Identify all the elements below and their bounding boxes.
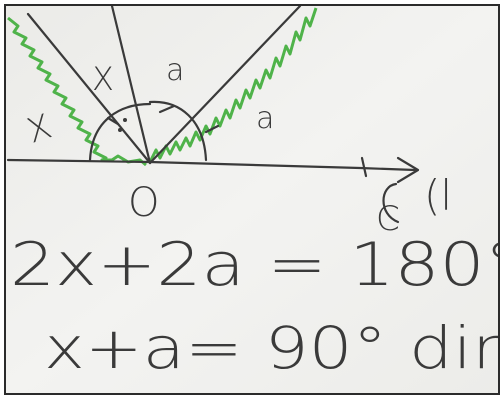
photo-border xyxy=(4,4,500,395)
angle-dot-2 xyxy=(118,128,122,132)
angle-arc-right xyxy=(148,100,208,162)
label-c: C xyxy=(376,199,400,239)
label-a-upper: a xyxy=(166,53,184,88)
equation-line-2: x+a= 90° dir. xyxy=(44,314,504,382)
c-bracket xyxy=(382,182,400,224)
right-margin xyxy=(499,0,504,403)
label-right-partial: (l xyxy=(424,171,452,220)
bottom-margin xyxy=(0,394,504,403)
angle-arc-left xyxy=(88,102,152,162)
label-vertex-o: O xyxy=(128,180,159,226)
green-zigzag-left xyxy=(7,16,147,167)
angle-tick-x xyxy=(106,116,120,126)
angle-tick-a-upper xyxy=(158,104,176,114)
surface-line xyxy=(6,158,417,172)
left-incident-ray xyxy=(26,12,152,165)
angle-dot-1 xyxy=(123,118,127,122)
label-a-right: a xyxy=(256,101,274,136)
right-reflected-ray xyxy=(148,4,302,165)
paper-background xyxy=(4,4,500,395)
angle-tick-a-right xyxy=(204,124,220,134)
label-x-upper: X xyxy=(92,60,114,98)
surface-arrowhead xyxy=(396,156,420,184)
equation-line-1: 2x+2a = 180° xyxy=(10,230,504,300)
green-zigzag-right xyxy=(148,7,318,163)
surface-tick xyxy=(360,156,368,178)
normal-line xyxy=(110,4,152,165)
